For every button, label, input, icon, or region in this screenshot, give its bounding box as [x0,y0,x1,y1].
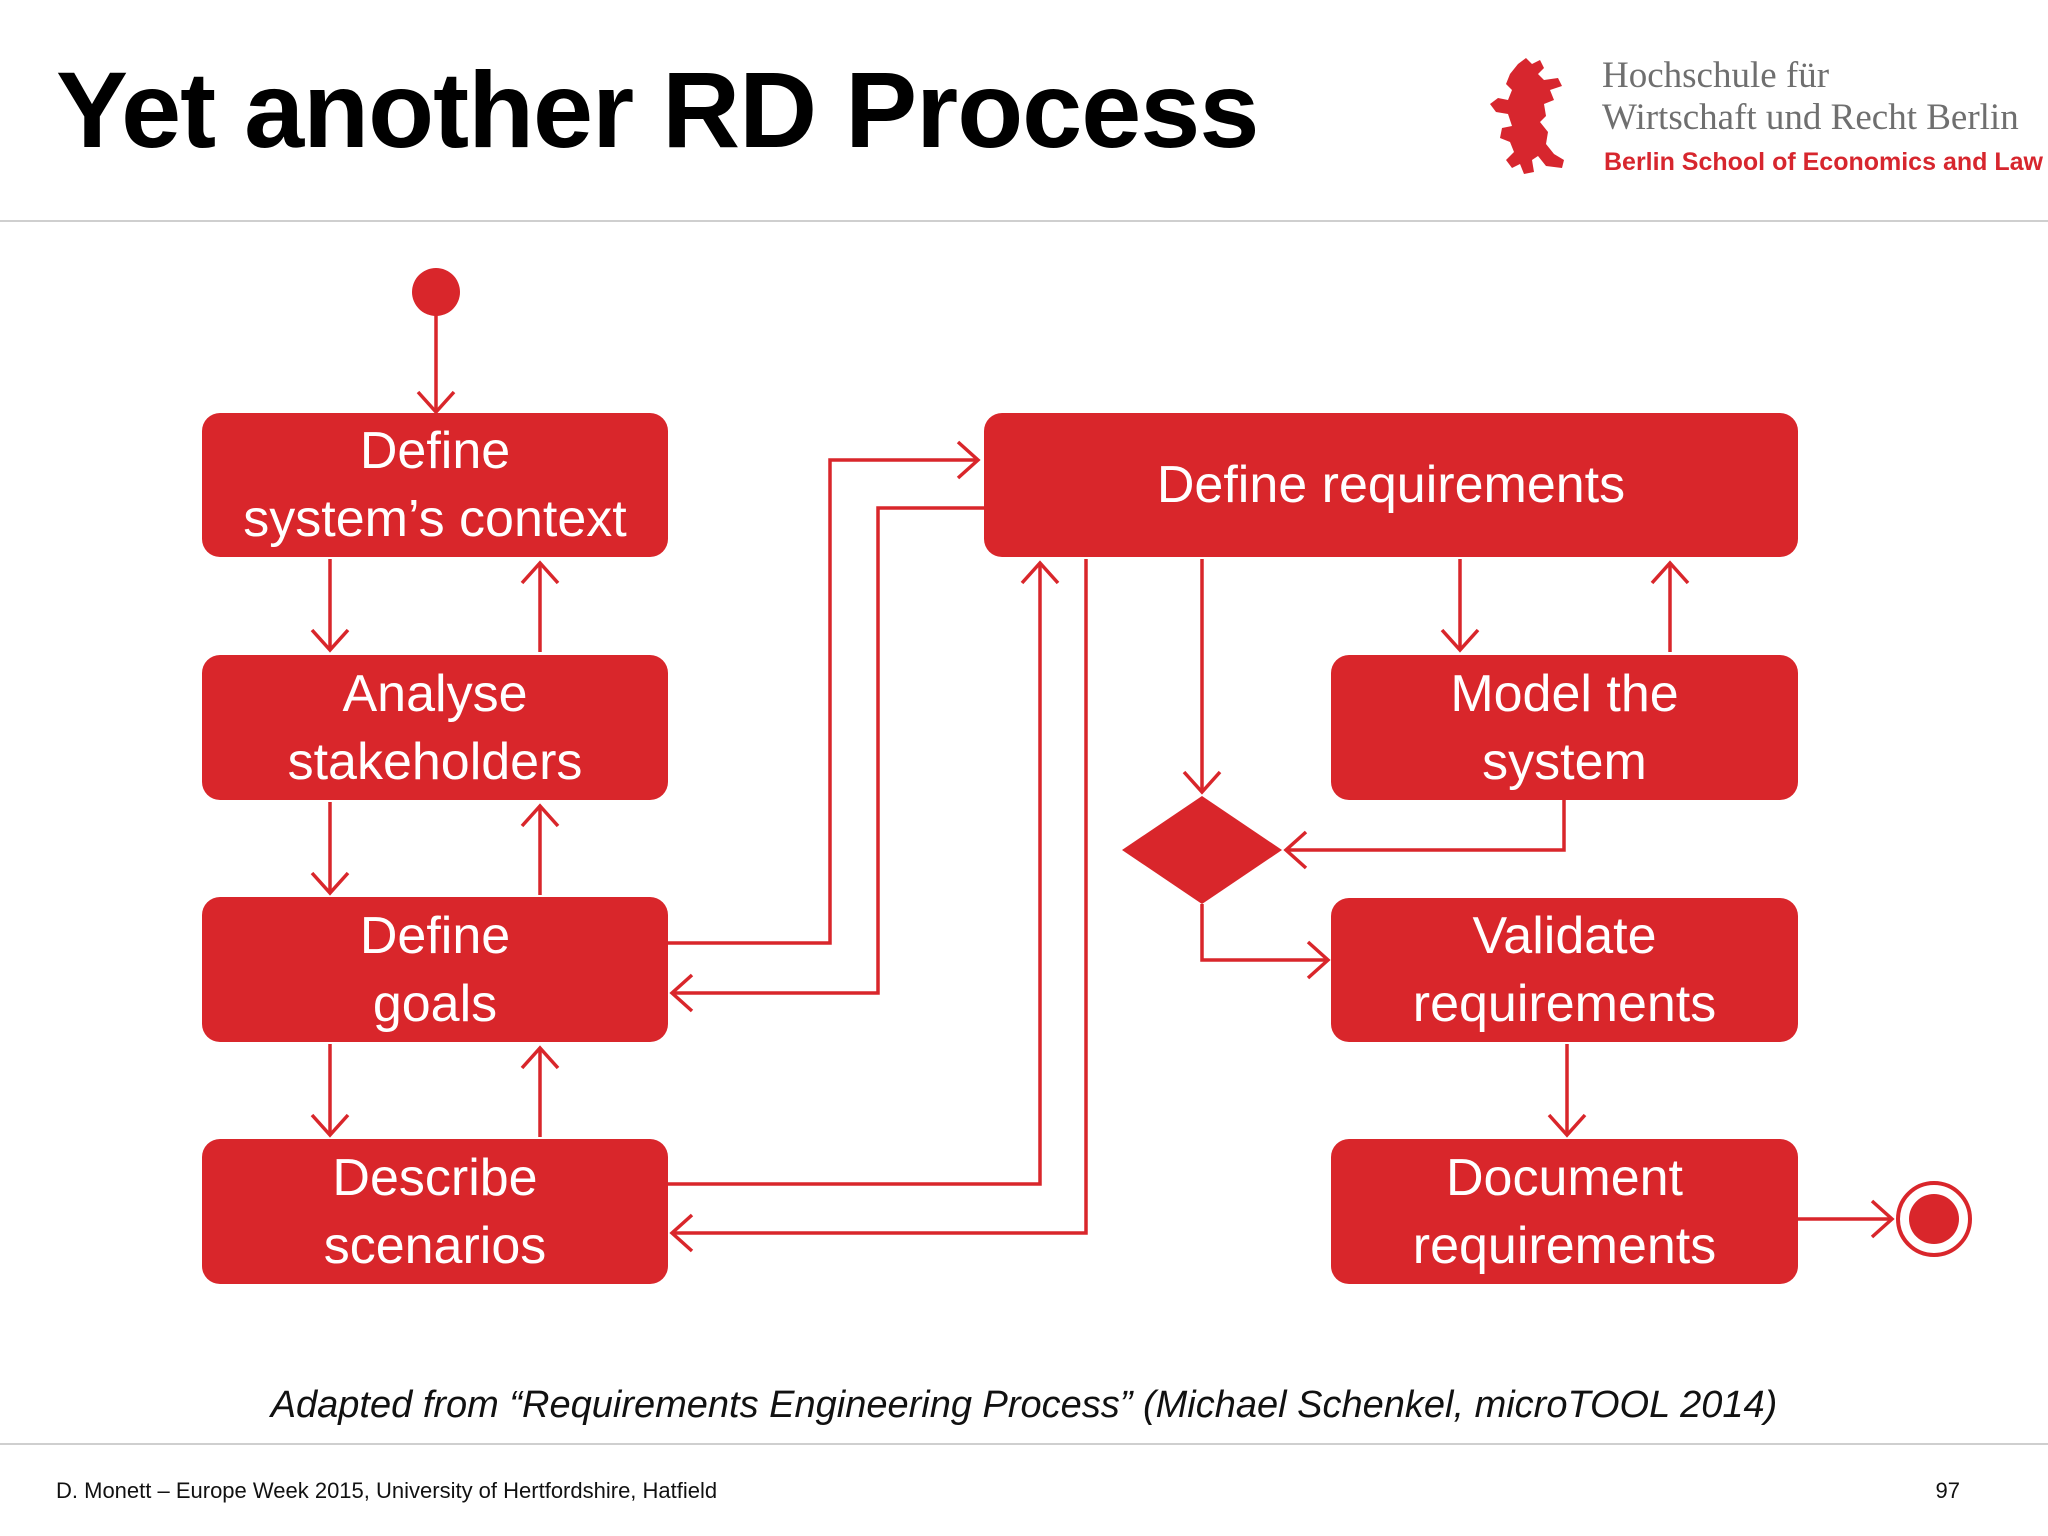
arrowhead [669,1213,694,1253]
end-node-core [1909,1194,1959,1244]
header-divider [0,220,2048,222]
arrowhead [956,440,981,480]
node-analyse-stakeholders: Analyse stakeholders [202,655,668,800]
node-define-requirements: Define requirements [984,413,1798,557]
arrowhead [1182,770,1222,795]
end-node-ring [1896,1181,1972,1257]
arrowhead [1547,1113,1587,1138]
flow-scenarios-to-requirements [668,563,1042,1186]
flow-decision-to-validate [1200,904,1328,962]
process-diagram: Define system’s context Analyse stakehol… [0,222,2048,1443]
arrowhead [669,973,694,1013]
university-logo: Hochschule für Wirtschaft und Recht Berl… [1488,52,2043,182]
arrowhead [310,871,350,896]
arrowhead [416,390,456,415]
node-describe-scenarios: Describe scenarios [202,1139,668,1284]
arrowhead [1870,1199,1895,1239]
arrowhead [1283,830,1308,870]
arrowhead [1020,560,1060,585]
slide-title: Yet another RD Process [56,49,1259,170]
decision-node [1122,796,1282,904]
arrowhead [520,803,560,828]
arrowhead [310,628,350,653]
source-caption: Adapted from “Requirements Engineering P… [270,1384,1778,1426]
arrowhead [520,560,560,585]
flow-goals-to-requirements [668,458,978,945]
flow-model-to-decision [1286,800,1566,852]
flow-requirements-to-scenarios [672,559,1088,1235]
node-define-context: Define system’s context [202,413,668,557]
footer-citation: D. Monett – Europe Week 2015, University… [56,1478,718,1503]
node-define-goals: Define goals [202,897,668,1042]
connector-layer [310,268,1972,1257]
footer-divider [0,1443,2048,1445]
arrowhead [520,1045,560,1070]
flow-requirements-to-goals [672,506,984,995]
node-model-system: Model the system [1331,655,1798,800]
start-node [412,268,460,316]
logo-text-line2: Wirtschaft und Recht Berlin [1602,97,2019,138]
logo-text-line3: Berlin School of Economics and Law [1604,148,2043,176]
berlin-bear-icon [1490,58,1564,174]
arrowhead [310,1113,350,1138]
arrowhead [1306,940,1331,980]
arrowhead [1650,560,1690,585]
node-document-requirements: Document requirements [1331,1139,1798,1284]
logo-text-line1: Hochschule für [1602,55,1830,96]
node-validate-requirements: Validate requirements [1331,898,1798,1042]
page-number: 97 [1935,1478,1960,1503]
arrowhead [1440,628,1480,653]
